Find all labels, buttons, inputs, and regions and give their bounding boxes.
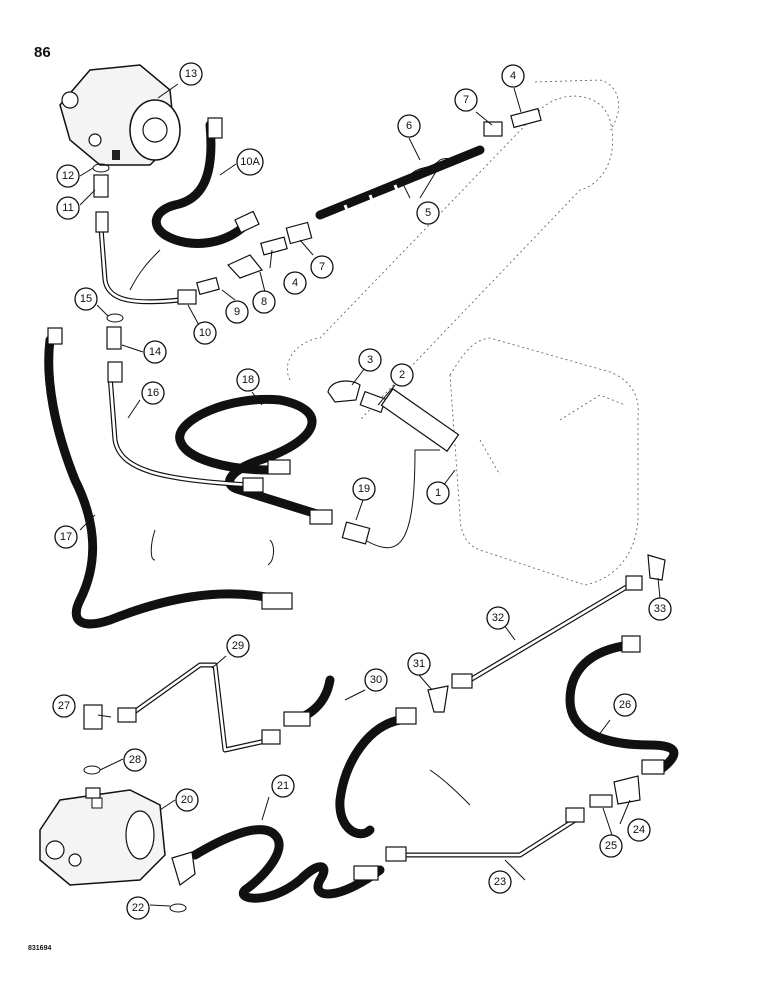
tank-outline-lower [449,337,639,586]
callout-33: 33 [648,597,672,621]
svg-text:28: 28 [129,754,141,766]
svg-text:13: 13 [185,68,197,80]
svg-text:19: 19 [358,483,370,495]
callout-4b: 4 [283,271,307,295]
callout-4a: 4 [501,64,525,88]
svg-text:4: 4 [510,70,516,82]
svg-text:21: 21 [277,780,289,792]
callout-19: 19 [352,477,376,501]
hose-30 [285,675,405,839]
callout-26: 26 [613,693,637,717]
callout-9: 9 [225,300,249,324]
callout-32: 32 [486,606,510,630]
hose-5-6 [315,145,485,220]
leader-lines [79,83,661,907]
svg-text:29: 29 [232,640,244,652]
callout-20: 20 [175,788,199,812]
callout-24: 24 [627,818,651,842]
svg-text:15: 15 [80,293,92,305]
svg-text:24: 24 [633,824,645,836]
svg-text:12: 12 [62,170,74,182]
callout-21: 21 [271,774,295,798]
callout-30: 30 [364,668,388,692]
svg-text:26: 26 [619,699,631,711]
svg-text:2: 2 [399,369,405,381]
callout-27: 27 [52,694,76,718]
svg-text:1: 1 [435,487,441,499]
callout-3: 3 [358,348,382,372]
callout-17: 17 [54,525,78,549]
svg-text:33: 33 [654,603,666,615]
callout-10: 10 [193,321,217,345]
svg-text:20: 20 [181,794,193,806]
tube-10 [97,214,181,305]
callout-10a: 10A [236,148,264,176]
fittings [47,107,666,886]
callout-23: 23 [488,870,512,894]
svg-text:31: 31 [413,658,425,670]
svg-text:22: 22 [132,902,144,914]
svg-text:8: 8 [261,296,267,308]
callout-31: 31 [407,652,431,676]
svg-text:23: 23 [494,876,506,888]
page-number: 86 [34,44,51,61]
svg-text:32: 32 [492,612,504,624]
svg-text:4: 4 [292,277,298,289]
hose-17 [44,335,285,629]
svg-text:17: 17 [60,531,72,543]
callout-12: 12 [56,164,80,188]
callout-5: 5 [416,201,440,225]
hose-21 [190,825,385,903]
tube-16 [107,374,251,488]
svg-text:14: 14 [149,346,161,358]
hose-26 [565,640,679,775]
callout-1: 1 [426,481,450,505]
svg-text:3: 3 [367,354,373,366]
svg-text:16: 16 [147,387,159,399]
svg-text:30: 30 [370,674,382,686]
hose-18 [175,394,325,520]
pump-13 [59,64,181,166]
callout-22: 22 [126,896,150,920]
callout-15: 15 [74,287,98,311]
svg-text:10: 10 [199,327,211,339]
callout-6: 6 [397,114,421,138]
callout-28: 28 [123,748,147,772]
svg-text:10A: 10A [240,156,260,168]
svg-text:25: 25 [605,840,617,852]
tube-32 [468,582,632,683]
svg-text:27: 27 [58,700,70,712]
pump-20 [39,789,166,886]
callout-7a: 7 [454,88,478,112]
callout-11: 11 [56,196,80,220]
callout-18: 18 [236,368,260,392]
callout-13: 13 [179,62,203,86]
tank-outline-upper [287,79,619,421]
o-rings [83,163,187,913]
callout-14: 14 [143,340,167,364]
svg-text:7: 7 [463,94,469,106]
svg-text:5: 5 [425,207,431,219]
drawing-reference-code: 831694 [28,945,52,952]
svg-text:9: 9 [234,306,240,318]
callout-16: 16 [141,381,165,405]
svg-text:6: 6 [406,120,412,132]
tube-29 [128,662,271,753]
svg-text:11: 11 [62,202,73,214]
svg-text:7: 7 [319,261,325,273]
callout-8: 8 [252,290,276,314]
tube-23 [400,817,577,858]
callout-25: 25 [599,834,623,858]
hose-10a [151,120,255,248]
callout-29: 29 [226,634,250,658]
callout-2: 2 [390,363,414,387]
drain-line-19 [364,449,440,549]
callout-7b: 7 [310,255,334,279]
svg-text:18: 18 [242,374,254,386]
